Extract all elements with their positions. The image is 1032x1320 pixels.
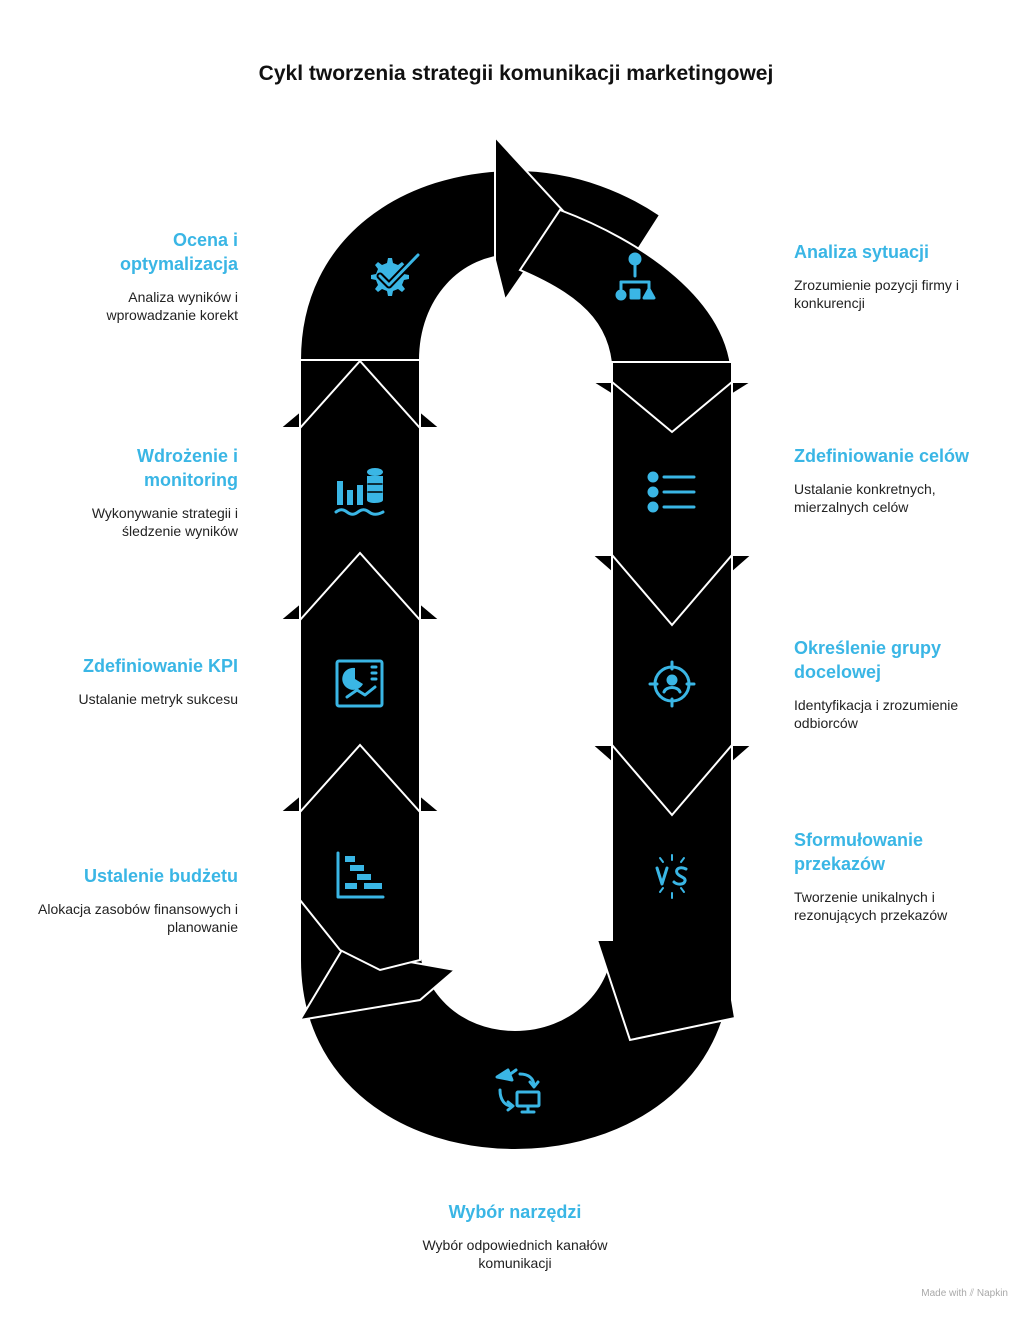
made-with-napkin-badge: Made with ⫽ Napkin [921, 1288, 1008, 1299]
step-description: Ustalanie metryk sukcesu [78, 691, 238, 707]
step-ustalenie-budzetu: Ustalenie budżetu Alokacja zasobów finan… [38, 864, 238, 936]
step-analiza-sytuacji: Analiza sytuacji Zrozumienie pozycji fir… [794, 240, 994, 312]
versus-icon [655, 854, 688, 899]
step-description: Alokacja zasobów finansowych i planowani… [38, 901, 238, 935]
arrowhead-top [494, 134, 567, 303]
target-person-icon [648, 660, 696, 708]
step-title: Wdrożenie i monitoring [136, 446, 238, 490]
step-description: Zrozumienie pozycji firmy i konkurencji [794, 277, 959, 311]
step-sformulowanie-przekazow: Sformułowanie przekazów Tworzenie unikal… [794, 828, 984, 924]
step-title: Ocena i optymalizacja [119, 230, 238, 274]
step-ocena-optymalizacja: Ocena i optymalizacja Analiza wyników i … [68, 228, 238, 324]
step-title: Zdefiniowanie KPI [82, 656, 238, 676]
step-description: Identyfikacja i zrozumienie odbiorców [794, 697, 959, 731]
bar-chart-database-icon [334, 468, 385, 516]
step-okreslenie-grupy: Określenie grupy docelowej Identyfikacja… [794, 636, 994, 732]
footer-brand: Napkin [976, 1288, 1008, 1299]
step-title: Analiza sytuacji [794, 242, 930, 262]
hierarchy-icon [615, 252, 656, 301]
step-wybor-narzedzi: Wybór narzędzi Wybór odpowiednich kanałó… [415, 1200, 615, 1272]
dashboard-icon [335, 659, 384, 708]
arrowhead-bottom [298, 948, 458, 1022]
step-title: Sformułowanie przekazów [794, 830, 924, 874]
diagram-title: Cykl tworzenia strategii komunikacji mar… [258, 62, 774, 85]
gantt-chart-icon [336, 851, 385, 899]
step-description: Wybór odpowiednich kanałów komunikacji [422, 1237, 608, 1271]
step-title: Wybór narzędzi [448, 1202, 582, 1222]
arrow-left-1 [277, 743, 443, 972]
step-zdefiniowanie-celow: Zdefiniowanie celów Ustalanie konkretnyc… [794, 444, 984, 516]
gear-check-icon [371, 251, 422, 296]
step-title: Zdefiniowanie celów [794, 446, 970, 466]
step-wdrozenie-monitoring: Wdrożenie i monitoring Wykonywanie strat… [58, 444, 238, 540]
arrow-right-2 [589, 379, 755, 627]
satellite-monitor-icon [495, 1068, 541, 1114]
footer-prefix: Made with [921, 1288, 967, 1299]
step-title: Ustalenie budżetu [83, 866, 238, 886]
step-zdefiniowanie-kpi: Zdefiniowanie KPI Ustalanie metryk sukce… [38, 654, 238, 708]
napkin-logo-icon: ⫽ [969, 1288, 975, 1299]
step-title: Określenie grupy docelowej [794, 638, 942, 682]
arrow-left-4 [299, 359, 421, 431]
list-icon [647, 471, 696, 513]
step-description: Ustalanie konkretnych, mierzalnych celów [794, 481, 936, 515]
arrow-right-4 [595, 742, 737, 1042]
step-description: Wykonywanie strategii i śledzenie wynikó… [91, 505, 238, 539]
step-description: Analiza wyników i wprowadzanie korekt [106, 289, 238, 323]
step-description: Tworzenie unikalnych i rezonujących prze… [794, 889, 948, 923]
